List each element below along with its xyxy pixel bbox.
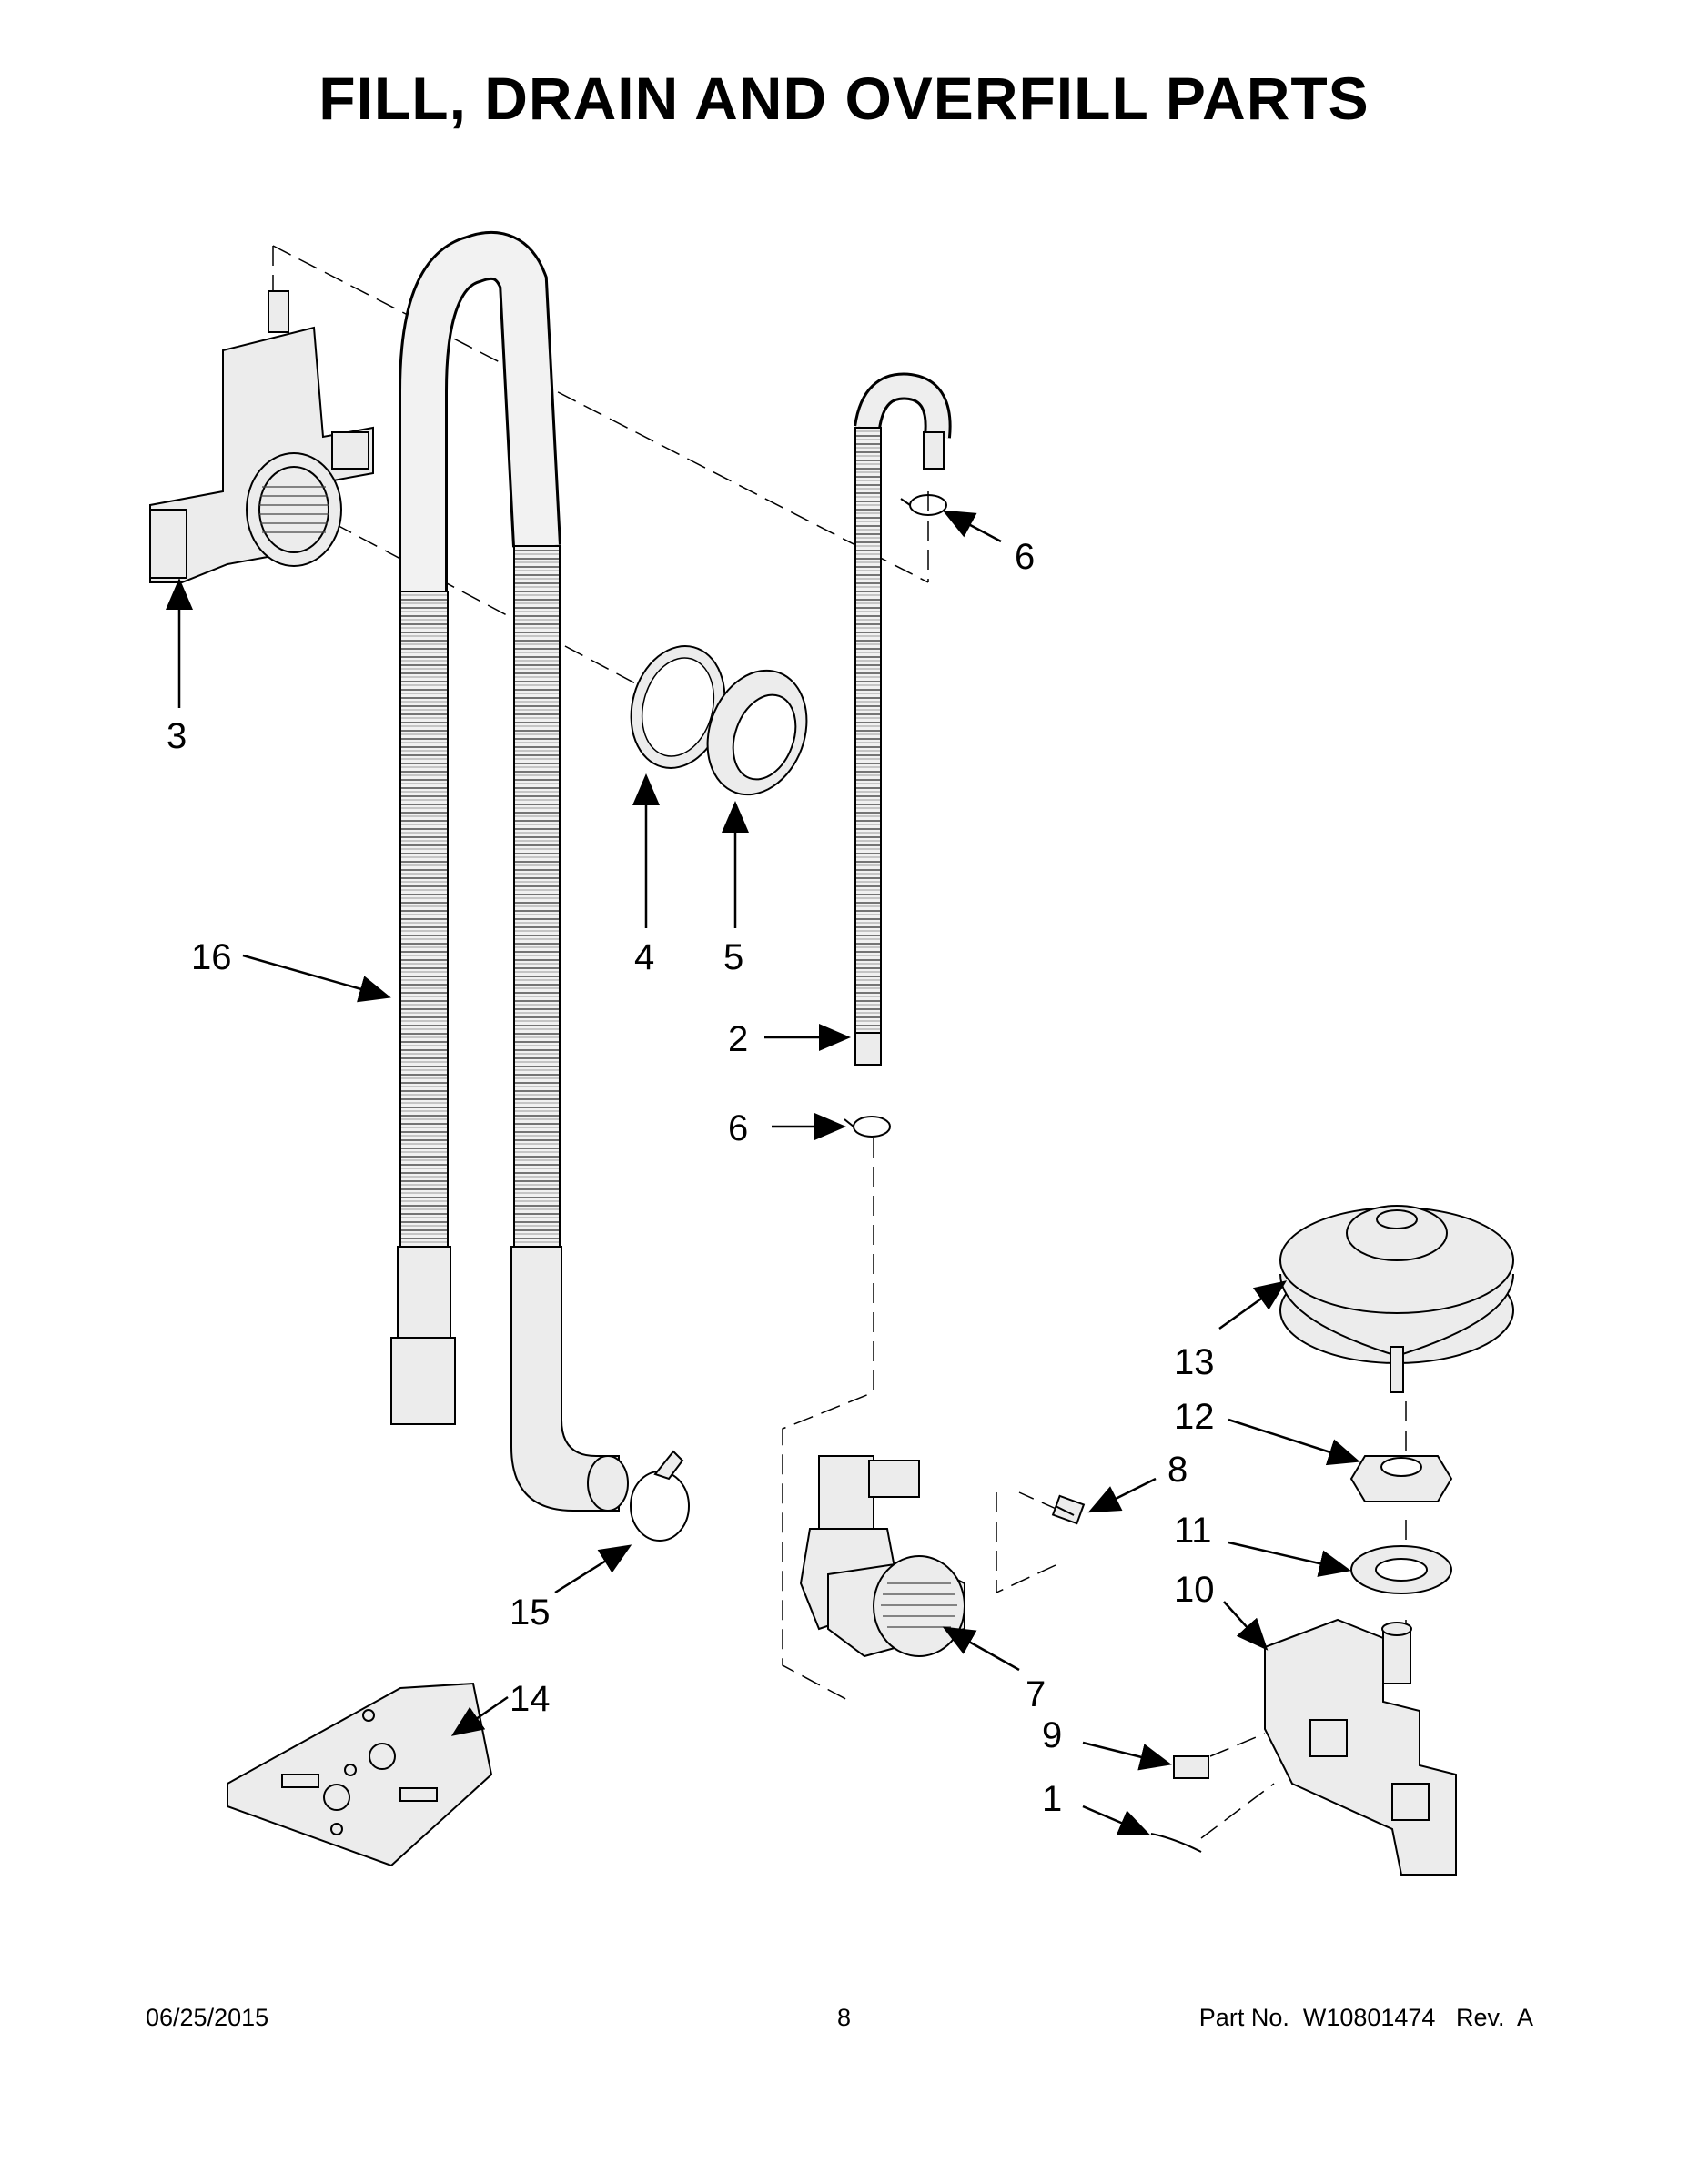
callout-9: 9: [1042, 1715, 1062, 1755]
callout-13: 13: [1174, 1342, 1215, 1382]
callout-11: 11: [1174, 1511, 1212, 1551]
callout-14: 14: [510, 1679, 551, 1719]
callout-2: 2: [728, 1019, 748, 1059]
callout-7: 7: [1026, 1674, 1046, 1714]
float-washer: [1350, 1545, 1452, 1594]
footer-date: 06/25/2015: [146, 2004, 269, 2031]
footer-part-number: Part No. W10801474 Rev. A: [1198, 2004, 1533, 2031]
callout-3: 3: [167, 716, 187, 756]
drain-nut: [706, 669, 808, 796]
fill-hose-clamp-bottom: [844, 1116, 891, 1138]
hose-clamp: [630, 1450, 690, 1542]
callout-16: 16: [191, 937, 232, 977]
callout-8: 8: [1167, 1450, 1188, 1490]
callout-15: 15: [510, 1592, 551, 1633]
footer-page-number: 8: [836, 2004, 852, 2031]
air-gap-bracket: [149, 290, 374, 583]
callout-10: 10: [1174, 1570, 1215, 1610]
callout-labels: 1 2 3 4 5 6 6 7 8 9 10 11 12 13 14 15 16: [167, 537, 1215, 1819]
callout-5: 5: [723, 937, 743, 977]
callout-4: 4: [634, 937, 654, 977]
wire-harness: [1150, 1833, 1202, 1853]
fill-hose: [854, 372, 952, 1066]
fill-hose-clamp-top: [900, 494, 947, 516]
callout-12: 12: [1174, 1397, 1215, 1437]
float-nut: [1349, 1455, 1453, 1502]
gasket: [630, 645, 726, 769]
screw: [1051, 1494, 1086, 1525]
leader-arrows: [166, 510, 1360, 1835]
water-valve: [799, 1455, 965, 1658]
micro-switch: [1173, 1755, 1209, 1779]
callout-1: 1: [1042, 1779, 1062, 1819]
float: [1279, 1205, 1514, 1393]
float-switch-bracket: [1264, 1618, 1457, 1876]
callout-6-top: 6: [1015, 537, 1035, 577]
hardware-bag: [227, 1682, 493, 1867]
page-title: FILL, DRAIN AND OVERFILL PARTS: [318, 65, 1370, 132]
drain-hose: [390, 231, 629, 1512]
callout-6-bottom: 6: [728, 1108, 748, 1148]
